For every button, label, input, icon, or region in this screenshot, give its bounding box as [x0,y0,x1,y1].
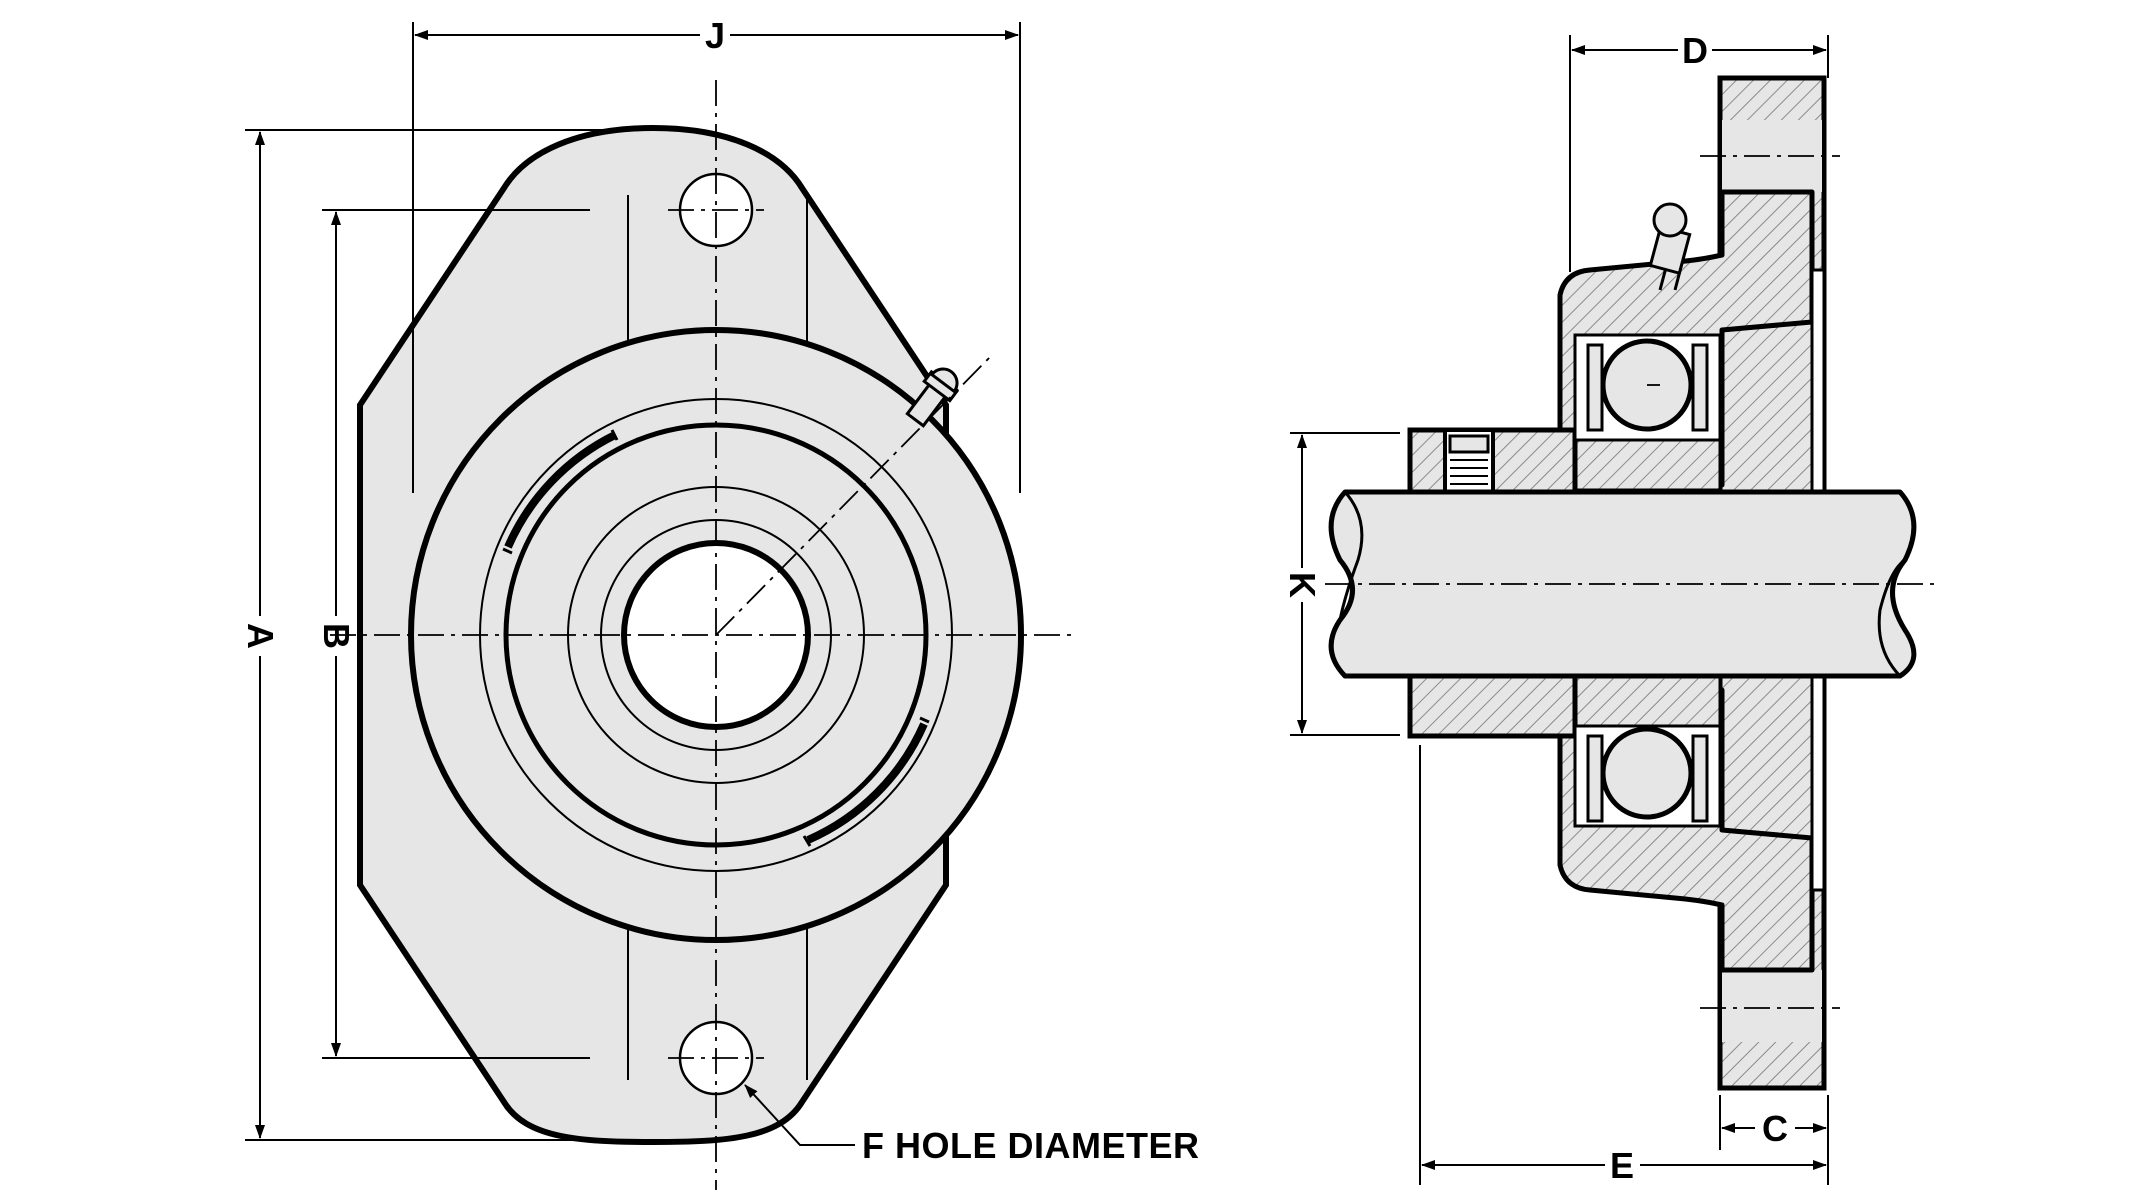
shaft-end-right [1877,558,1906,678]
inner-race-lower [1573,674,1722,728]
lobe-lines [627,195,808,1080]
collar-lower [1407,673,1578,739]
side-dimension-lines [1297,45,1827,1170]
front-centerlines [330,80,1075,1190]
dim-label-k: K [1282,572,1323,598]
flange-bolt-band-bottom [1722,970,1822,1042]
grease-fitting-icon [905,367,960,428]
side-centerlines [1325,155,1935,1009]
bearing-cages [1586,343,1709,823]
side-extension-lines [1290,35,1829,1185]
dim-label-b: B [316,623,357,649]
ball-lower [1600,726,1694,820]
lock-slot-upper [502,429,619,555]
dim-label-a: A [240,623,281,649]
f-hole-leader [744,1084,855,1146]
f-hole-callout: F HOLE DIAMETER [862,1125,1200,1166]
front-view: A B J F HOLE DIAMETER [240,15,1200,1190]
inner-race-upper [1573,438,1722,492]
dim-label-e: E [1610,1145,1634,1186]
set-screw-icon [1443,428,1495,494]
lock-slot-lower [802,716,930,847]
dim-label-j: J [705,15,725,56]
shaft-end-left [1338,491,1364,621]
dim-label-d: D [1682,30,1708,71]
front-dimension-lines [255,30,1019,1139]
side-grease-fitting-icon [1648,202,1692,291]
dim-label-c: C [1762,1108,1788,1149]
front-extension-lines [245,22,1021,1141]
side-view: D K C E [1282,30,1935,1186]
